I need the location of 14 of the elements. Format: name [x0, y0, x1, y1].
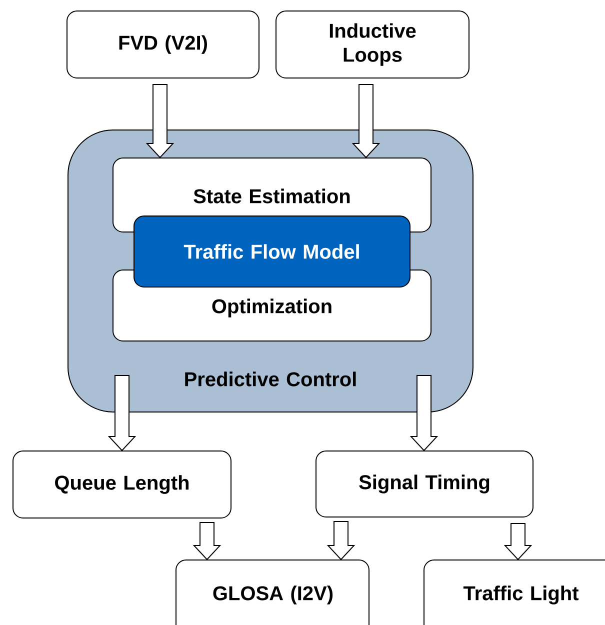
block-arrow	[504, 523, 532, 560]
block-arrow	[192, 522, 222, 560]
block-arrow	[410, 375, 438, 452]
block-arrow	[352, 84, 380, 158]
model-box: Traffic Flow Model	[134, 216, 410, 288]
source-box: Inductive Loops	[276, 10, 470, 78]
output-box: Traffic Light	[424, 560, 605, 625]
output-box: GLOSA (I2V)	[176, 560, 370, 625]
block-arrow	[146, 84, 174, 158]
block-arrow	[108, 375, 136, 452]
block-arrow	[326, 521, 356, 560]
output-box: Signal Timing	[316, 450, 534, 518]
source-box: FVD (V2I)	[66, 10, 260, 78]
output-box: Queue Length	[12, 450, 232, 518]
